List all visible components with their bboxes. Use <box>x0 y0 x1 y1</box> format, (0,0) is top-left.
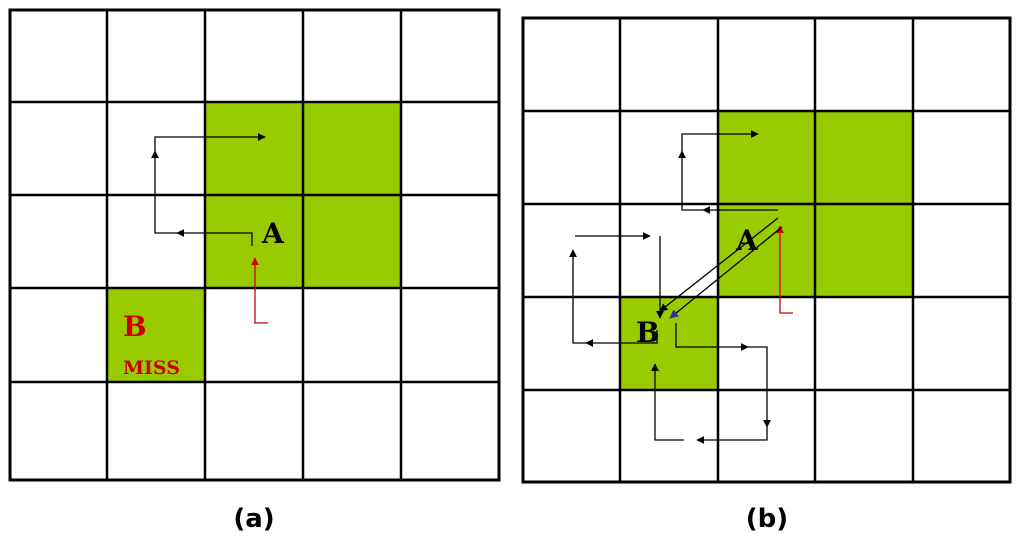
label-a: A <box>261 217 285 250</box>
label-b: B <box>123 310 147 343</box>
red-path-arrow <box>776 225 793 314</box>
label-a: A <box>735 224 759 257</box>
grid-b <box>521 16 1012 484</box>
panel-b: A B (b) <box>521 16 1012 534</box>
cell-green <box>303 195 401 288</box>
black-path-arrow <box>151 150 177 234</box>
grid-a <box>8 8 501 482</box>
blue-path-arrow <box>669 226 783 319</box>
miss-label: MISS <box>123 357 180 379</box>
black-path-arrow <box>681 130 759 151</box>
cell-green <box>205 195 303 288</box>
cell-green <box>815 111 913 204</box>
black-path-arrow <box>678 150 703 211</box>
black-path-arrow <box>585 330 658 347</box>
cell-green <box>205 102 303 195</box>
black-path-arrow <box>651 363 684 441</box>
caption-a: (a) <box>233 504 274 534</box>
black-path-arrow <box>748 346 771 428</box>
cell-green <box>303 102 401 195</box>
black-path-arrow <box>675 323 749 351</box>
black-path-arrow <box>569 249 586 344</box>
label-b: B <box>636 316 660 349</box>
panel-a: A B MISS (a) <box>8 8 501 534</box>
cell-green <box>718 204 815 297</box>
black-path-arrow <box>154 133 266 151</box>
cell-green <box>815 204 913 297</box>
cell-green <box>107 288 205 382</box>
cell-green <box>718 111 815 204</box>
black-path-arrow <box>696 427 768 444</box>
black-path-arrow <box>176 229 253 246</box>
caption-b: (b) <box>746 504 788 534</box>
black-path-arrow <box>659 217 779 312</box>
red-path-arrow <box>251 257 268 324</box>
